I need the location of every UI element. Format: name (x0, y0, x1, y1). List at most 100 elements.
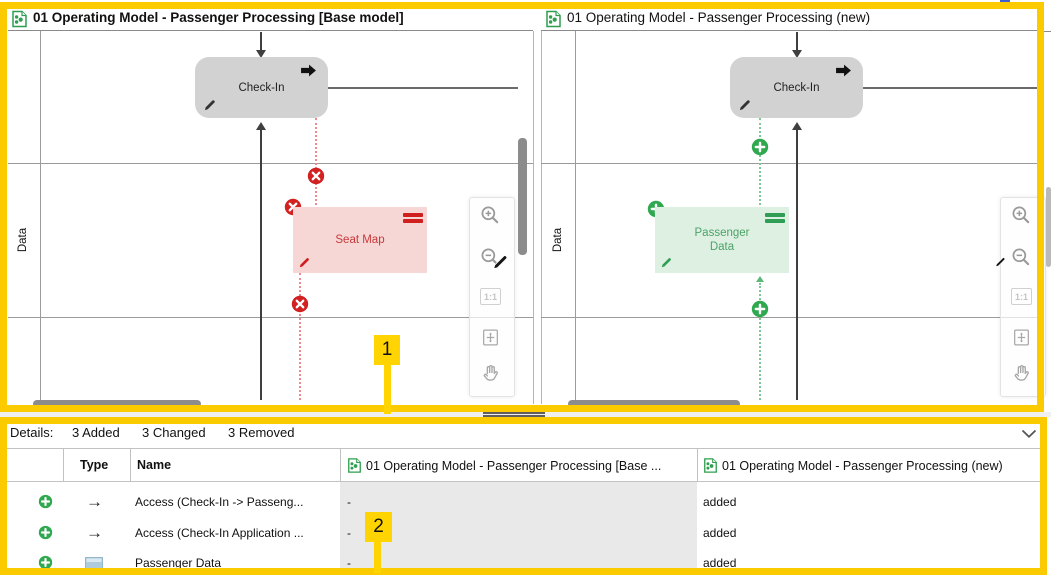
right-checkin-right-connector (863, 87, 1040, 89)
right-upward-arrowhead (792, 122, 802, 130)
connection-type-icon: → (86, 492, 103, 511)
details-removed-count: 3 Removed (228, 425, 295, 440)
removed-badge-icon (291, 295, 309, 318)
pencil-icon (203, 98, 217, 115)
right-checkin-node[interactable]: Check-In (730, 57, 863, 118)
details-label: Details: (10, 425, 54, 440)
table-col-border (130, 449, 131, 481)
left-checkin-label: Check-In (238, 81, 285, 94)
row-base-value: - (347, 526, 351, 540)
left-upward-arrowhead (256, 122, 266, 130)
pencil-icon (660, 256, 673, 273)
pan-hand-button[interactable] (479, 362, 501, 384)
column-header-type[interactable]: Type (80, 458, 109, 472)
table-header-bottom-border (7, 481, 1040, 482)
column-header-new-model[interactable]: 01 Operating Model - Passenger Processin… (722, 459, 1003, 473)
fit-to-window-button[interactable] (1010, 326, 1032, 348)
seat-map-label: Seat Map (335, 233, 385, 246)
added-arrowhead (756, 276, 764, 282)
clipped-connector-fragment (1044, 31, 1051, 32)
connection-type-icon: → (86, 523, 103, 542)
row-base-value: - (347, 556, 351, 570)
details-changed-count: 3 Changed (142, 425, 206, 440)
process-arrow-icon (832, 62, 855, 82)
right-title-divider (541, 30, 1040, 31)
left-panel-right-border (533, 31, 534, 404)
row-new-value: added (703, 495, 737, 509)
left-lane-top-line (8, 163, 533, 164)
data-object-type-icon (85, 556, 103, 574)
table-col-border (63, 449, 64, 481)
column-header-base-model[interactable]: 01 Operating Model - Passenger Processin… (366, 459, 662, 473)
pan-hand-button[interactable] (1010, 362, 1032, 384)
callout-1-line (384, 364, 391, 414)
removed-badge-icon (307, 167, 325, 190)
removed-connection-line-top (315, 118, 317, 205)
table-row[interactable]: → Access (Check-In Application ... - add… (7, 519, 1040, 547)
callout-2-line (374, 541, 381, 573)
added-badge-icon (751, 138, 769, 161)
left-zoom-palette (469, 197, 515, 397)
left-lane-header-divider (40, 31, 41, 404)
left-title-divider (8, 30, 533, 31)
table-row[interactable]: Passenger Data - added (7, 549, 1040, 575)
column-header-name[interactable]: Name (137, 458, 172, 472)
zoom-one-to-one-button[interactable]: 1:1 (480, 288, 501, 305)
fit-to-window-button[interactable] (479, 326, 501, 348)
right-lane-bottom-line (541, 317, 1040, 318)
added-badge-icon (38, 494, 53, 514)
right-model-icon (545, 10, 562, 28)
right-panel-title: 01 Operating Model - Passenger Processin… (567, 10, 871, 25)
details-added-count: 3 Added (72, 425, 120, 440)
base-model-column-shading (340, 482, 697, 568)
passenger-data-node[interactable]: Passenger Data (655, 207, 789, 273)
left-incoming-arrowhead (256, 50, 266, 58)
row-name: Access (Check-In Application ... (135, 526, 304, 540)
table-col-border (340, 449, 341, 481)
row-name: Passenger Data (135, 556, 222, 570)
data-bars-icon (765, 213, 785, 229)
row-name: Access (Check-In -> Passeng... (135, 495, 304, 509)
splitter-handle[interactable] (483, 415, 545, 417)
added-connection-line-bottom (759, 283, 761, 400)
mouse-cursor-pencil (994, 254, 1007, 275)
callout-2: 2 (365, 512, 392, 542)
left-incoming-arrow-line (260, 32, 262, 51)
seat-map-node[interactable]: Seat Map (293, 207, 427, 273)
passenger-data-label: Passenger Data (694, 226, 750, 253)
added-badge-icon (751, 300, 769, 323)
left-panel-title: 01 Operating Model - Passenger Processin… (33, 10, 404, 25)
zoom-in-button[interactable] (479, 204, 501, 226)
right-horizontal-scrollbar[interactable] (568, 400, 740, 408)
left-checkin-node[interactable]: Check-In (195, 57, 328, 118)
right-incoming-arrowhead (792, 50, 802, 58)
right-lane-label: Data (552, 227, 564, 253)
mouse-cursor-pencil (491, 250, 510, 279)
right-lane-top-line (541, 163, 1040, 164)
left-vertical-scrollbar[interactable] (518, 138, 527, 255)
zoom-in-button[interactable] (1010, 204, 1032, 226)
table-header-top-border (7, 448, 1040, 449)
right-checkin-label: Check-In (773, 81, 820, 94)
left-horizontal-scrollbar[interactable] (33, 400, 201, 408)
left-lane-label: Data (17, 227, 29, 253)
clipped-scrollbar-fragment[interactable] (1046, 187, 1051, 267)
zoom-out-button[interactable] (1010, 246, 1032, 268)
removed-connection-line-bottom (299, 273, 301, 400)
pencil-icon (738, 98, 752, 115)
right-incoming-arrow-line (796, 32, 798, 51)
new-model-icon (703, 457, 718, 479)
right-panel-left-border (541, 31, 542, 404)
row-new-value: added (703, 556, 737, 570)
pencil-icon (298, 256, 311, 273)
added-connection-line-top (759, 118, 761, 205)
panel-splitter[interactable] (0, 412, 1051, 417)
table-row[interactable]: → Access (Check-In -> Passeng... - added (7, 488, 1040, 516)
left-upward-arrow-line (260, 129, 262, 400)
details-collapse-chevron-icon[interactable] (1021, 426, 1037, 444)
process-arrow-icon (297, 62, 320, 82)
zoom-one-to-one-button[interactable]: 1:1 (1011, 288, 1032, 305)
callout-1: 1 (374, 335, 400, 365)
splitter-handle[interactable] (483, 412, 545, 414)
